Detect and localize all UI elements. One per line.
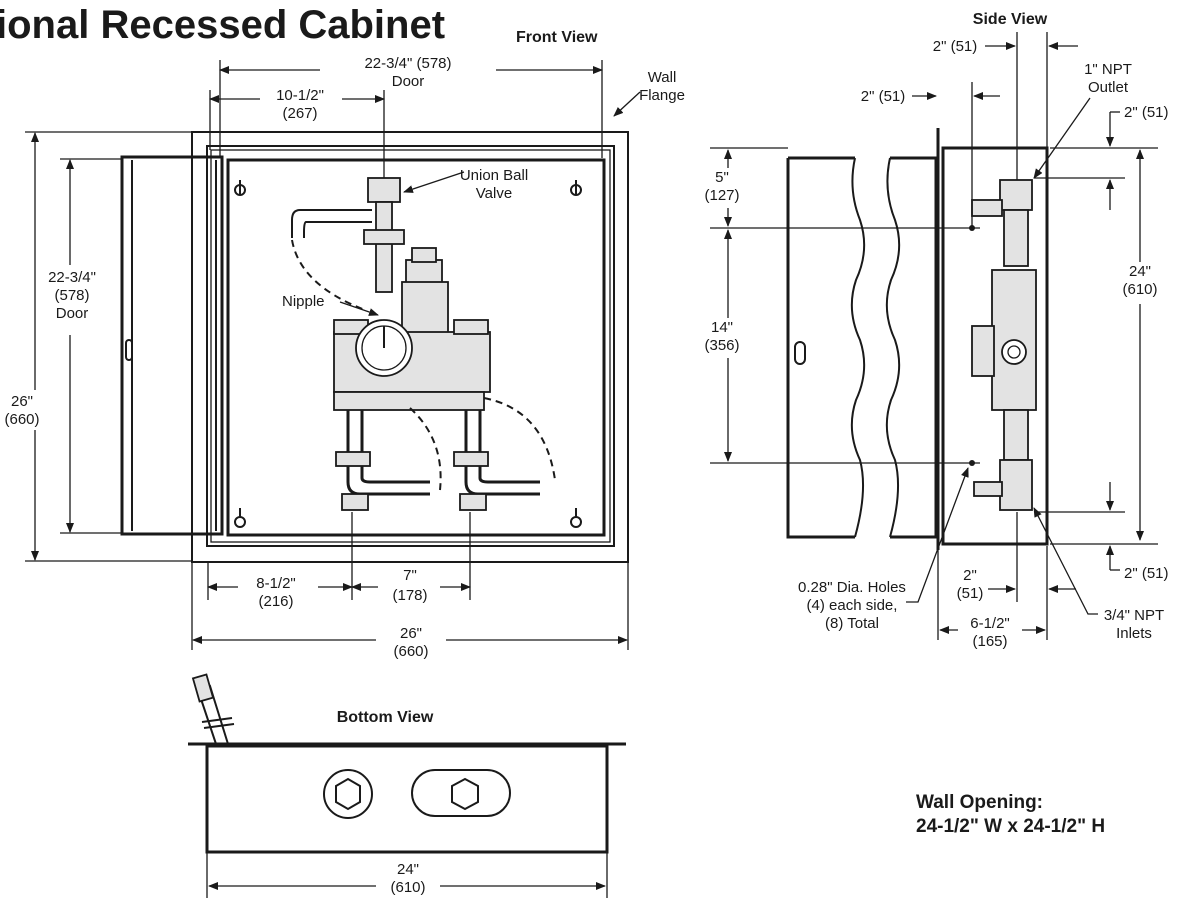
inlets-label: 3/4" NPT	[1104, 607, 1164, 624]
union-ball-valve	[367, 177, 401, 203]
side-view: Side View 2" (51)	[698, 11, 1170, 650]
holes-label-3: (8) Total	[825, 615, 879, 632]
valve-offset-label: 10-1/2"	[276, 87, 324, 104]
wall-opening-size: 24-1/2" W x 24-1/2" H	[916, 816, 1105, 837]
bottom-inlet-slot	[411, 769, 511, 817]
inlets-label-2: Inlets	[1116, 625, 1152, 642]
wall-flange-outline	[191, 131, 629, 563]
door-height-label: 22-3/4"	[48, 269, 96, 286]
wall-opening-title: Wall Opening:	[916, 792, 1043, 813]
side-height: 24"	[1129, 263, 1151, 280]
holes-label: 0.28" Dia. Holes	[798, 579, 906, 596]
side-height-mm: (610)	[1122, 281, 1157, 298]
side-wall-offset: 2" (51)	[861, 88, 906, 105]
holes-label-2: (4) each side,	[807, 597, 898, 614]
side-cabinet-box	[941, 146, 1049, 546]
nipple-label: Nipple	[282, 293, 325, 310]
front-view-title: Front View	[516, 29, 598, 46]
side-view-title: Side View	[973, 11, 1048, 28]
side-depth: 6-1/2"	[970, 615, 1010, 632]
bottom-width-mm: (610)	[390, 879, 425, 896]
depth-small-mm: (51)	[957, 585, 984, 602]
overall-width-mm: (660)	[393, 643, 428, 660]
side-fourteen: 14"	[711, 319, 733, 336]
inlet-spacing-mm: (178)	[392, 587, 427, 604]
side-fourteen-mm: (356)	[704, 337, 739, 354]
overall-height-mm: (660)	[4, 411, 39, 428]
inlet-fitting	[999, 459, 1033, 511]
side-right-bottom: 2" (51)	[1124, 565, 1169, 582]
door-width-label: 22-3/4" (578)	[364, 55, 451, 72]
door-height-mm: (578)	[54, 287, 89, 304]
outlet-fitting	[999, 179, 1033, 211]
bottom-view: Bottom View 24" (610)	[188, 673, 626, 904]
bottom-view-title: Bottom View	[337, 709, 434, 726]
side-valve-assembly	[971, 179, 1037, 511]
front-view: 22-3/4" (578) Door 10-1/2" (267) Wall Fl…	[2, 55, 685, 664]
door-height-sub: Door	[56, 305, 89, 322]
left-inlet-label: 8-1/2"	[256, 575, 296, 592]
bottom-cabinet-box	[205, 744, 609, 854]
union-ball-label-2: Valve	[476, 185, 512, 202]
wall-flange-label-2: Flange	[639, 87, 685, 104]
union-ball-label: Union Ball	[460, 167, 528, 184]
side-top-offset: 2" (51)	[933, 38, 978, 55]
wall-flange-label: Wall	[648, 69, 677, 86]
page-title: ional Recessed Cabinet	[0, 3, 445, 47]
mounting-keyholes	[234, 180, 582, 528]
door-width-sub: Door	[392, 73, 425, 90]
overall-height-label: 26"	[11, 393, 33, 410]
wall-flange-inner	[206, 145, 615, 547]
bottom-width: 24"	[397, 861, 419, 878]
depth-small: 2"	[963, 567, 977, 584]
left-inlet-mm: (216)	[258, 593, 293, 610]
side-right-top: 2" (51)	[1124, 104, 1169, 121]
side-door	[786, 156, 938, 539]
cabinet-box	[226, 158, 606, 537]
outlet-label-2: Outlet	[1088, 79, 1129, 96]
valve-offset-mm: (267)	[282, 105, 317, 122]
inlet-spacing-label: 7"	[403, 567, 417, 584]
cabinet-door	[120, 155, 224, 536]
door-latch	[125, 339, 133, 361]
bottom-inlet-left	[323, 769, 373, 819]
outlet-label: 1" NPT	[1084, 61, 1132, 78]
overall-width-label: 26"	[400, 625, 422, 642]
mixing-valve-assembly	[291, 177, 556, 511]
side-depth-mm: (165)	[972, 633, 1007, 650]
side-five-mm: (127)	[704, 187, 739, 204]
side-five: 5"	[715, 169, 729, 186]
